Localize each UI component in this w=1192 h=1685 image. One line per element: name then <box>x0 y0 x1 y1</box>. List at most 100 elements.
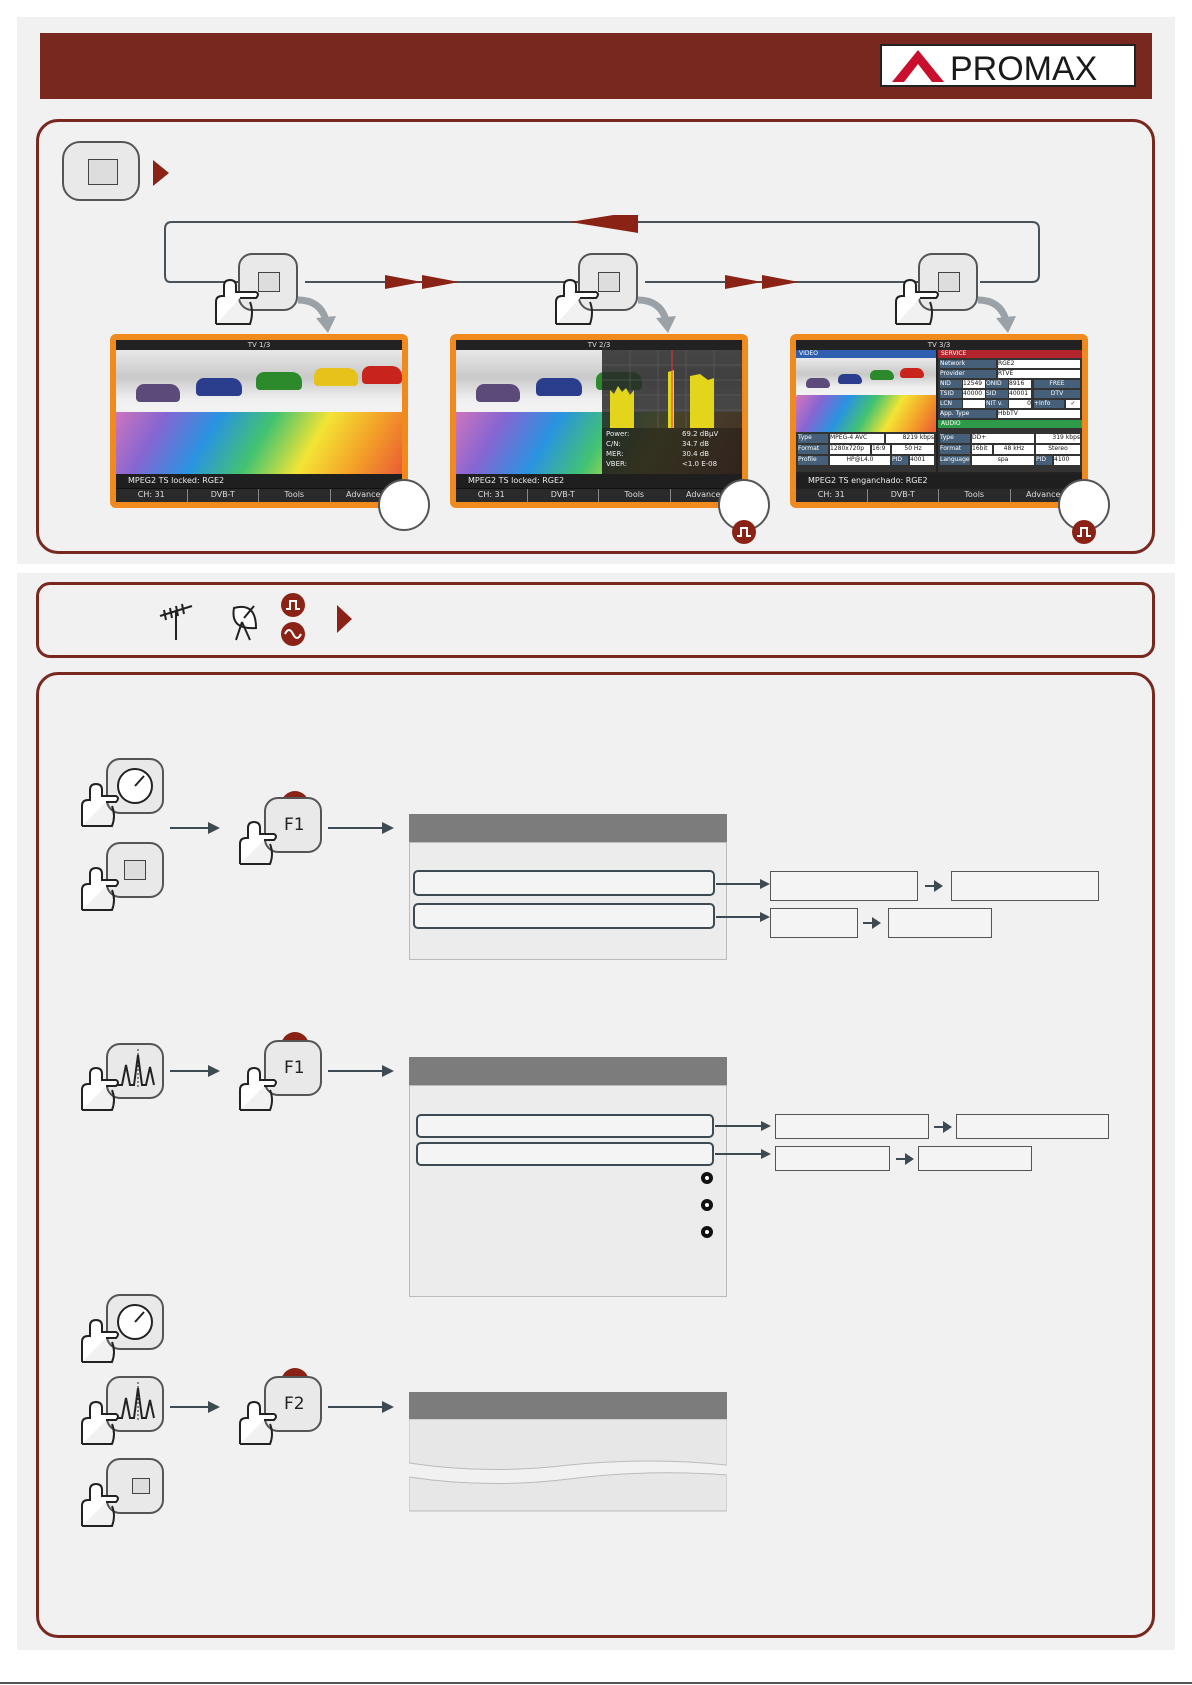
hand-pointer-icon <box>81 782 119 827</box>
submenu-b1[interactable] <box>775 1114 929 1139</box>
view-key-1[interactable] <box>238 253 298 311</box>
submenu-a2[interactable] <box>770 908 858 938</box>
menu-standard[interactable]: DVB-T <box>528 489 599 502</box>
video-pid: 4001 <box>910 456 934 465</box>
menu-b-item-1[interactable] <box>416 1114 714 1138</box>
arrow-right-icon <box>153 160 169 186</box>
provider-value: RTVE <box>998 370 1080 378</box>
menu-b-item-2[interactable] <box>416 1142 714 1166</box>
vber-label: VBER: <box>606 460 628 468</box>
audio-mode: Stereo <box>1036 445 1080 454</box>
marker-circle-1 <box>378 479 430 531</box>
soft-menu: CH: 31 DVB-T Tools Advanced <box>116 489 402 502</box>
menu-tools[interactable]: Tools <box>599 489 671 502</box>
arrow-right-icon <box>170 1401 220 1413</box>
vber-value: <1.0 E-08 <box>682 460 718 468</box>
analog-signal-badge <box>281 622 305 646</box>
pulse-icon <box>737 527 751 537</box>
spectrum-icon <box>116 1049 155 1089</box>
video-profile: HP@L4.0 <box>830 456 890 465</box>
arrow-right-icon <box>170 1065 220 1077</box>
submenu-b2[interactable] <box>775 1146 890 1171</box>
menu-a-connectors <box>716 879 770 922</box>
tv-picture <box>116 350 402 474</box>
screen-title: TV 1/3 <box>116 340 402 350</box>
screen-icon <box>258 272 280 292</box>
submenu-b2-next[interactable] <box>918 1146 1032 1171</box>
antenna-icon <box>159 603 193 640</box>
menu-channel[interactable]: CH: 31 <box>796 489 868 502</box>
hand-pointer-icon <box>239 820 277 865</box>
mer-value: 30.4 dB <box>682 450 710 458</box>
sid-label: SID <box>986 390 1008 398</box>
menu-standard[interactable]: DVB-T <box>868 489 939 502</box>
radio-option-3[interactable] <box>701 1226 713 1238</box>
f1-label: F1 <box>284 1058 305 1078</box>
submenu-a1[interactable] <box>770 871 918 901</box>
tv-screen-1: TV 1/3 MPEG2 TS locked: RGE2 CH: 31 DVB-… <box>110 334 408 508</box>
view-key-2[interactable] <box>578 253 638 311</box>
soft-menu: CH: 31 DVB-T Tools Advanced <box>796 489 1082 502</box>
measure-key[interactable] <box>106 1294 164 1350</box>
apptype-label: App. Type <box>940 410 996 418</box>
hand-pointer-icon <box>239 1066 277 1111</box>
screen-icon <box>132 1478 150 1494</box>
onid-value: 8916 <box>1009 380 1031 388</box>
audio-pid: 4100 <box>1054 456 1080 465</box>
pulse-icon <box>286 600 300 610</box>
nid-value: 12549 <box>963 380 985 388</box>
view-key-small[interactable] <box>106 842 164 898</box>
f2-key[interactable]: F2 <box>264 1376 322 1432</box>
cn-value: 34.7 dB <box>682 440 710 448</box>
menu-standard[interactable]: DVB-T <box>188 489 259 502</box>
menu-a-item-2[interactable] <box>413 903 715 929</box>
menu-tools[interactable]: Tools <box>939 489 1011 502</box>
menu-channel[interactable]: CH: 31 <box>456 489 528 502</box>
video-header: VIDEO <box>796 350 936 358</box>
arrow-right-icon <box>925 880 943 892</box>
submenu-b1-next[interactable] <box>956 1114 1109 1139</box>
f1-key[interactable]: F1 <box>264 797 322 853</box>
measure-key[interactable] <box>106 758 164 814</box>
spectrum-key[interactable] <box>106 1043 164 1099</box>
screen-title: TV 3/3 <box>796 340 1082 350</box>
power-value: 69.2 dBµV <box>682 430 719 438</box>
network-label: Network <box>940 360 996 368</box>
menu-channel[interactable]: CH: 31 <box>116 489 188 502</box>
spectrum-key[interactable] <box>106 1376 164 1432</box>
audio-type-label: Type <box>940 434 970 443</box>
free-tag: FREE <box>1034 380 1080 388</box>
soft-menu: CH: 31 DVB-T Tools Advanced <box>456 489 742 502</box>
view-cycle-panel <box>36 119 1155 554</box>
power-label: Power: <box>606 430 630 438</box>
video-type-value: MPEG-4 AVC <box>830 434 884 443</box>
radio-option-1[interactable] <box>701 1172 713 1184</box>
video-pid-label: PID <box>892 456 908 465</box>
view-key-large[interactable] <box>62 141 140 201</box>
spectrum-icon <box>116 1382 155 1422</box>
functions-panel <box>36 672 1155 1638</box>
radio-option-2[interactable] <box>701 1199 713 1211</box>
video-format: 1280x720p <box>830 445 870 454</box>
arrow-right-icon <box>328 1401 394 1413</box>
satellite-dish-icon <box>232 605 258 641</box>
nitv-value: 0 <box>1009 400 1031 408</box>
view-key-small[interactable] <box>106 1458 164 1514</box>
curved-arrow-icon <box>977 296 1016 333</box>
service-table: SERVICE Network RGE2 Provider RTVE NID 1… <box>938 350 1082 432</box>
video-hz: 50 Hz <box>892 445 934 454</box>
audio-bits: 16bit <box>972 445 992 454</box>
pulse-icon <box>1077 527 1091 537</box>
info-button[interactable]: +Info <box>1034 400 1064 408</box>
status-line: MPEG2 TS enganchado: RGE2 <box>796 474 1082 488</box>
cycle-loop <box>164 215 1040 289</box>
sid-value: 40001 <box>1009 390 1031 398</box>
view-key-3[interactable] <box>918 253 978 311</box>
screen-icon <box>124 860 146 880</box>
hand-pointer-icon <box>81 1066 119 1111</box>
menu-a-item-1[interactable] <box>413 870 715 896</box>
submenu-a1-next[interactable] <box>951 871 1099 901</box>
menu-tools[interactable]: Tools <box>259 489 331 502</box>
submenu-a2-next[interactable] <box>888 908 992 938</box>
audio-khz: 48 kHz <box>994 445 1034 454</box>
